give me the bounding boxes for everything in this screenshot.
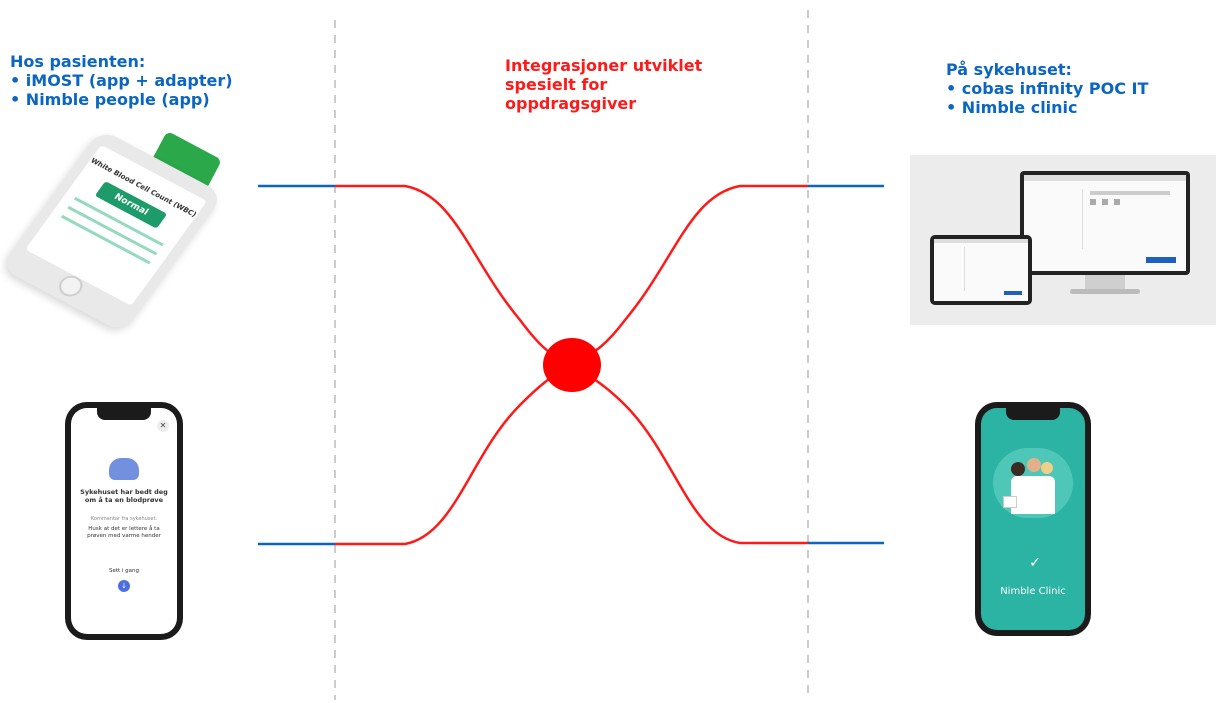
- patient-side-item-imost: • iMOST (app + adapter): [10, 71, 233, 90]
- people-start-button[interactable]: ↓: [118, 580, 130, 592]
- nimble-people-phone: ✕ Sykehuset har bedt deg om å ta en blod…: [65, 402, 183, 640]
- nimble-people-screen: ✕ Sykehuset har bedt deg om å ta en blod…: [71, 408, 177, 634]
- clinic-app-label: Nimble Clinic: [1000, 586, 1066, 597]
- hospital-side-item-clinic: • Nimble clinic: [946, 98, 1078, 117]
- patient-side-heading: Hos pasienten: • iMOST (app + adapter) •…: [10, 52, 250, 109]
- check-pulse-icon: ✓: [1029, 555, 1041, 571]
- imost-device-image: White Blood Cell Count (WBC) Normal: [0, 128, 225, 334]
- integration-curve-top-right: [569, 184, 808, 367]
- people-cta-label: Sett i gang: [108, 568, 140, 574]
- medkit-icon: [1003, 496, 1017, 508]
- people-message: Sykehuset har bedt deg om å ta en blodpr…: [80, 488, 168, 504]
- nimble-clinic-screen: ✓ Nimble Clinic: [981, 408, 1085, 630]
- patient-side-item-nimble: • Nimble people (app): [10, 90, 210, 109]
- people-note: Husk at det er lettere å ta prøven med v…: [87, 526, 161, 539]
- cobas-infinity-image: [910, 155, 1216, 325]
- monitor-base: [1070, 289, 1140, 294]
- integration-curve-bottom-left: [335, 363, 571, 546]
- people-sub-label: Kommentar fra sykehuset:: [90, 516, 158, 522]
- integration-curve-top-left: [335, 184, 571, 367]
- integration-line-1: Integrasjoner utviklet: [505, 56, 703, 75]
- hospital-side-item-cobas: • cobas infinity POC IT: [946, 79, 1149, 98]
- integration-hub: [543, 338, 601, 392]
- doctors-illustration-icon: [1011, 454, 1055, 518]
- close-icon[interactable]: ✕: [157, 420, 169, 432]
- hospital-side-title: På sykehuset:: [946, 60, 1072, 79]
- imost-status-badge: Normal: [94, 181, 168, 229]
- monitor: [1020, 171, 1190, 275]
- integration-heading: Integrasjoner utviklet spesielt for oppd…: [505, 56, 735, 113]
- hospital-side-heading: På sykehuset: • cobas infinity POC IT • …: [946, 60, 1206, 117]
- tablet: [930, 235, 1032, 305]
- blood-test-illustration-icon: [109, 458, 139, 480]
- patient-side-title: Hos pasienten:: [10, 52, 146, 71]
- nimble-clinic-phone: ✓ Nimble Clinic: [975, 402, 1091, 636]
- integration-line-3: oppdragsgiver: [505, 94, 637, 113]
- monitor-stand: [1085, 275, 1125, 291]
- integration-line-2: spesielt for: [505, 75, 608, 94]
- integration-curve-bottom-right: [569, 363, 808, 545]
